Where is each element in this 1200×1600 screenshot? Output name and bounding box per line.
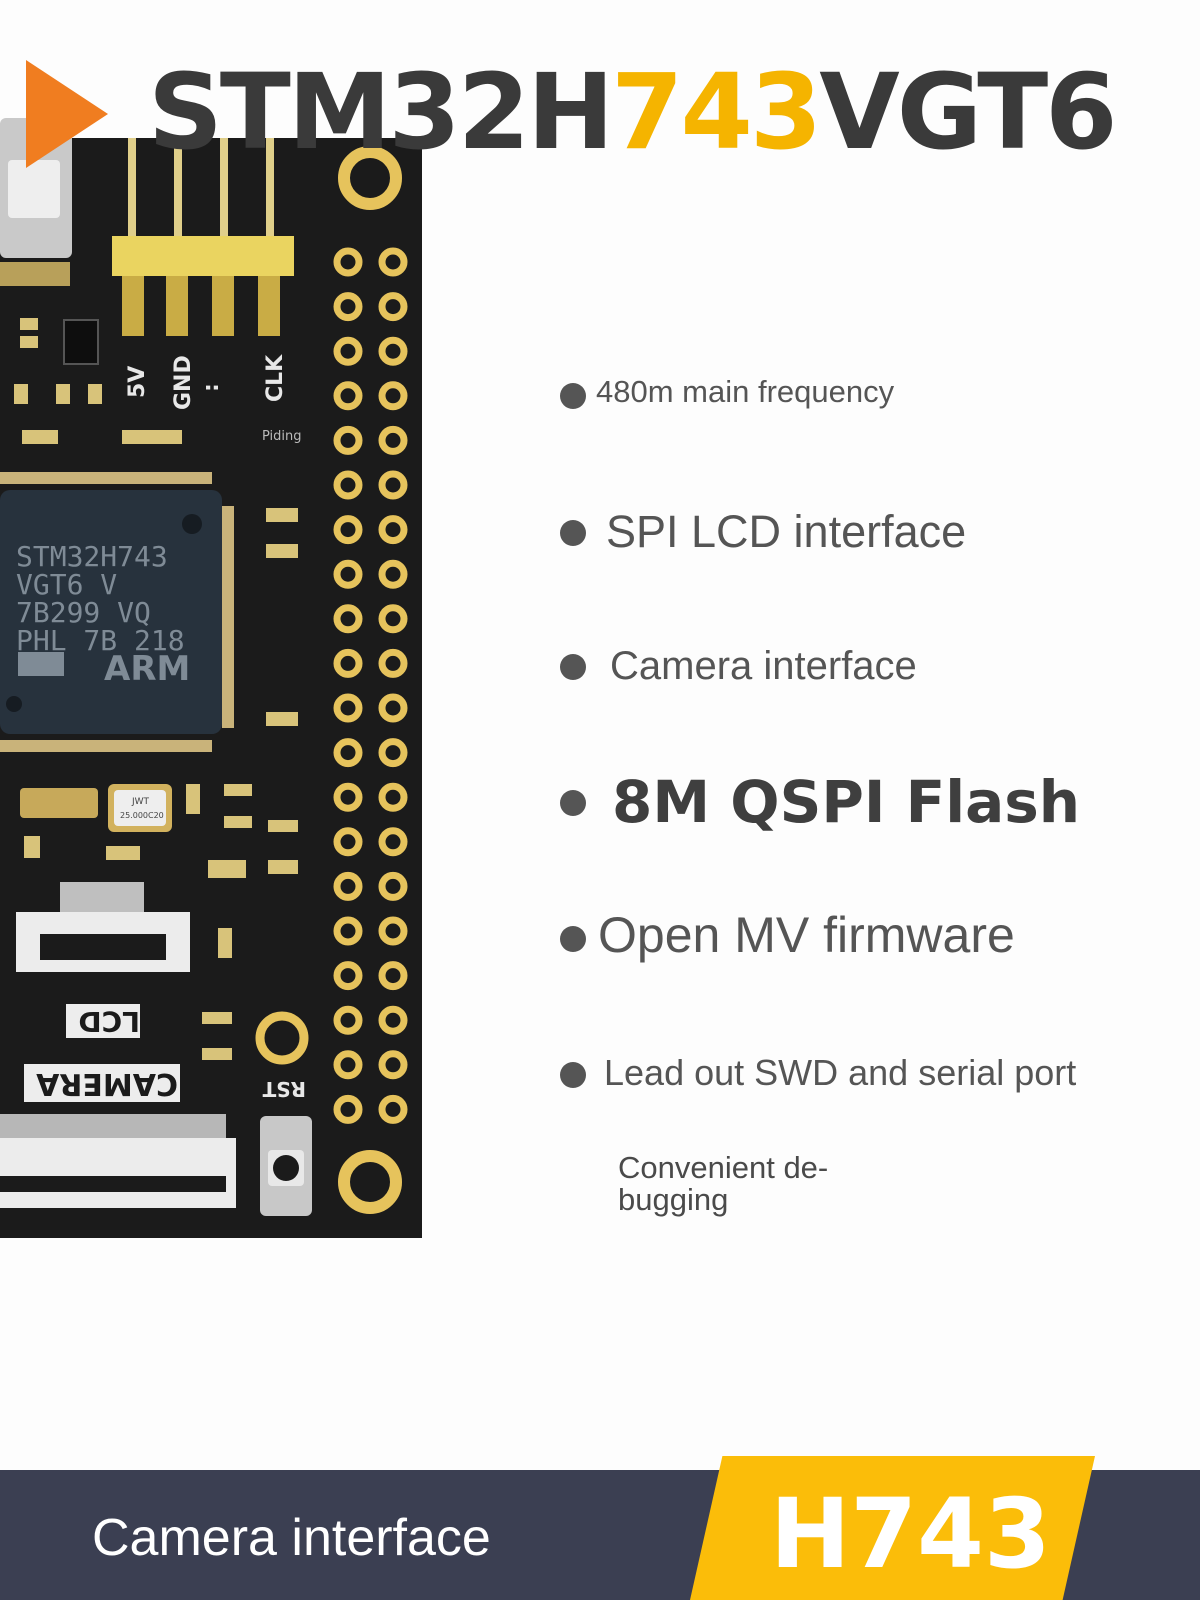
- feature-note: Convenient de-bugging: [618, 1150, 829, 1217]
- chip-marking-line-4: PHL 7B 218: [16, 624, 185, 657]
- gpio-pad: [333, 648, 363, 678]
- rst-silkscreen-label: RST: [262, 1077, 306, 1101]
- gpio-pad: [378, 871, 408, 901]
- feature-qspi-flash: 8M QSPI Flash: [612, 768, 1081, 836]
- gpio-pad: [333, 515, 363, 545]
- lcd-silkscreen-label: LCD: [78, 1005, 140, 1038]
- board-brand-text: Piding: [262, 429, 302, 444]
- feature-bullet: [560, 1062, 586, 1088]
- gpio-pad: [378, 559, 408, 589]
- mounting-hole: [338, 1150, 402, 1214]
- pin-label-gnd: GND: [171, 355, 196, 410]
- gpio-pad: [378, 782, 408, 812]
- feature-bullet: [560, 383, 586, 409]
- footer-badge-text: H743: [770, 1478, 1051, 1590]
- gpio-pad: [378, 827, 408, 857]
- gpio-pad: [378, 1005, 408, 1035]
- gpio-pad: [378, 470, 408, 500]
- gpio-pad: [333, 961, 363, 991]
- gpio-pad: [378, 738, 408, 768]
- crystal-oscillator: [114, 790, 166, 826]
- mounting-hole: [338, 146, 402, 210]
- crystal-frequency: 25.000C20: [120, 811, 164, 820]
- gpio-pad: [333, 336, 363, 366]
- gpio-pad: [333, 827, 363, 857]
- gpio-pin-rows: [333, 247, 408, 1124]
- feature-camera-interface: Camera interface: [610, 644, 917, 688]
- chip-marking-line-3: 7B299 VQ: [16, 596, 151, 629]
- footer-label: Camera interface: [92, 1509, 491, 1567]
- footer-badge: [690, 1456, 1095, 1600]
- gpio-pad: [378, 247, 408, 277]
- feature-bullet: [560, 520, 586, 546]
- dev-board-image: 5V GND : CLK Piding STM32H743 VGT6 V 7B2…: [0, 60, 422, 1238]
- crystal-label: JWT: [131, 797, 150, 807]
- arm-logo-text: ARM: [104, 649, 190, 689]
- gpio-pad: [333, 871, 363, 901]
- gpio-pad: [378, 381, 408, 411]
- gpio-pad: [333, 782, 363, 812]
- feature-bullet: [560, 790, 586, 816]
- gpio-pad: [378, 916, 408, 946]
- gpio-pad: [378, 604, 408, 634]
- gpio-pad: [378, 515, 408, 545]
- pin-header: [112, 138, 294, 336]
- title-suffix: VGT6: [819, 51, 1117, 173]
- pin-label-clk: CLK: [263, 354, 288, 402]
- gpio-pad: [378, 693, 408, 723]
- gpio-pad: [333, 1005, 363, 1035]
- feature-main-frequency: 480m main frequency: [596, 374, 895, 409]
- feature-bullet: [560, 926, 586, 952]
- feature-bullet: [560, 654, 586, 680]
- chip-marking-line-1: STM32H743: [16, 540, 168, 573]
- play-icon: [26, 60, 108, 168]
- gpio-pad: [333, 247, 363, 277]
- gpio-pad: [333, 604, 363, 634]
- chip-marking-line-2: VGT6 V: [16, 568, 117, 601]
- reset-button-knob: [273, 1155, 299, 1181]
- title-highlight: 743: [611, 51, 822, 173]
- feature-openmv-firmware: Open MV firmware: [598, 907, 1015, 963]
- gpio-pad: [378, 1094, 408, 1124]
- product-title: STM32H743VGT6: [148, 60, 1118, 164]
- camera-connector: [0, 1138, 236, 1208]
- gpio-pad: [333, 470, 363, 500]
- gpio-pad: [333, 916, 363, 946]
- pin-label-mid: :: [199, 383, 224, 392]
- camera-silkscreen-label: CAMERA: [35, 1066, 178, 1101]
- gpio-pad: [333, 381, 363, 411]
- pin-label-5v: 5V: [125, 366, 150, 398]
- gpio-pad: [378, 961, 408, 991]
- gpio-pad: [333, 693, 363, 723]
- gpio-pad: [333, 1050, 363, 1080]
- smd-components: [14, 318, 298, 1060]
- gpio-pad: [333, 738, 363, 768]
- gpio-pad: [333, 292, 363, 322]
- gpio-pad: [378, 648, 408, 678]
- gpio-pad: [378, 292, 408, 322]
- st-logo-icon: [18, 652, 64, 676]
- gpio-pad: [378, 425, 408, 455]
- gpio-pad: [333, 559, 363, 589]
- gpio-pad: [333, 425, 363, 455]
- gpio-pad: [378, 1050, 408, 1080]
- feature-spi-lcd: SPI LCD interface: [606, 506, 967, 557]
- gpio-pad: [378, 336, 408, 366]
- title-prefix: STM32H: [148, 51, 614, 173]
- gpio-pad: [333, 1094, 363, 1124]
- feature-swd-serial: Lead out SWD and serial port: [604, 1052, 1077, 1093]
